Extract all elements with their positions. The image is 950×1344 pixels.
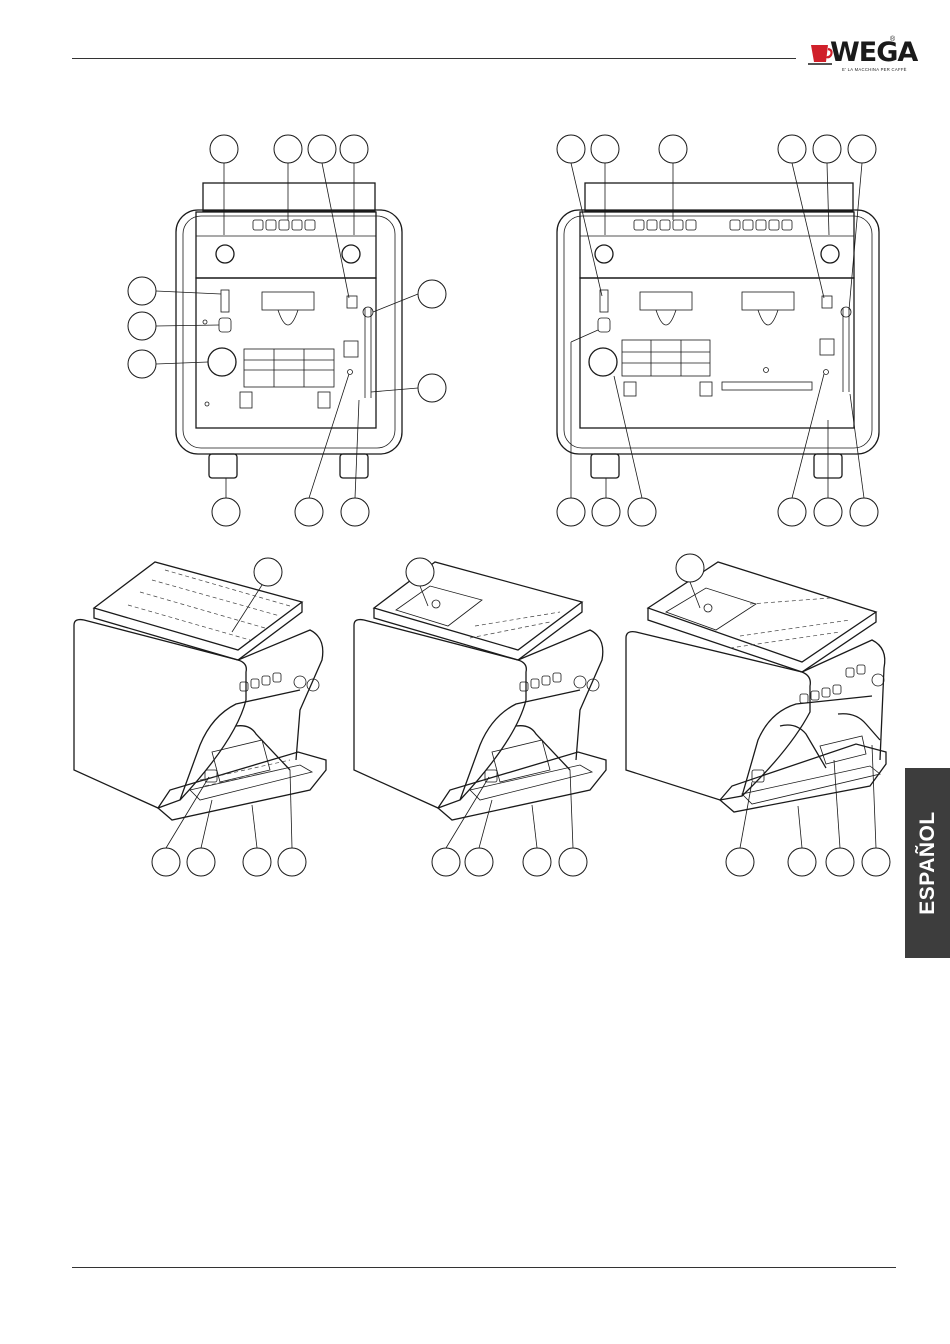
- isometric-view-1-group-tank: [354, 558, 606, 876]
- isometric-view-2-group-tank: [626, 554, 890, 876]
- front-view-1-group: [128, 135, 446, 526]
- front-view-2-group: [557, 135, 879, 526]
- button-panel: [253, 220, 315, 230]
- isometric-view-1-group: [74, 558, 326, 876]
- button-panel: [634, 220, 792, 230]
